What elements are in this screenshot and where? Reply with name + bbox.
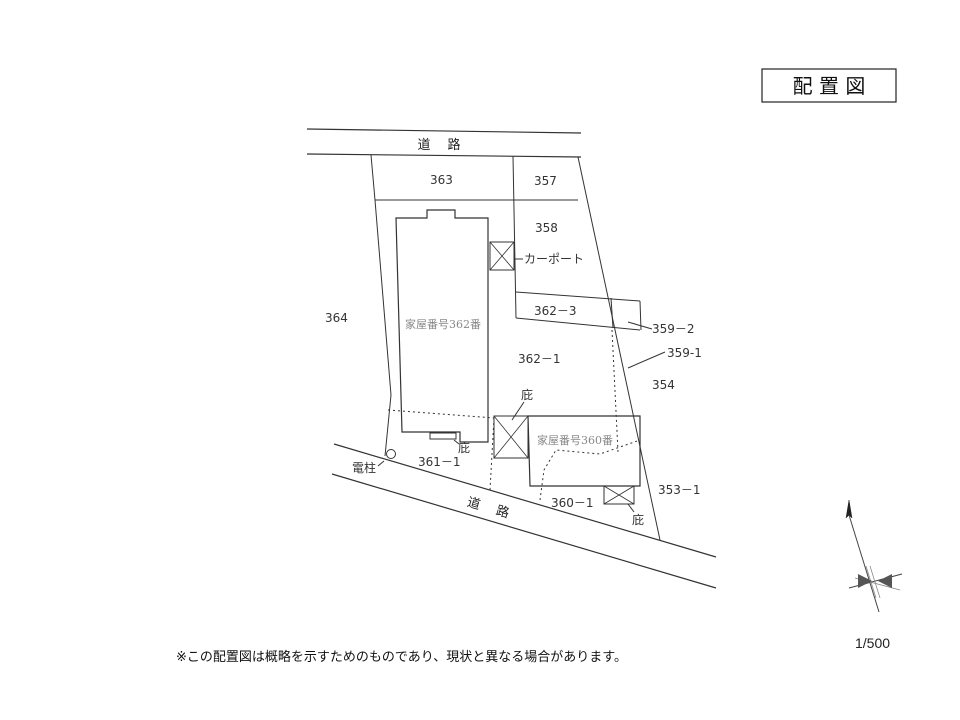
parcel-353-1: 353－1 bbox=[658, 483, 701, 497]
carport-cross-b bbox=[489, 241, 515, 271]
boundary-362-3-north bbox=[515, 291, 641, 302]
dotted-360-1-north bbox=[539, 439, 641, 501]
boundary-363-west bbox=[370, 154, 376, 201]
north-road-label: 道 路 bbox=[417, 137, 462, 153]
disclaimer-note: ※この配置図は概略を示すためのものであり、現状と異なる場合があります。 bbox=[176, 649, 627, 665]
parcel-leaders bbox=[627, 321, 666, 369]
house-362-label: 家屋番号362番 bbox=[405, 317, 481, 331]
utility-pole-icon bbox=[386, 449, 396, 459]
parcel-363: 363 bbox=[430, 173, 453, 187]
leader-359-2 bbox=[627, 321, 653, 330]
carport-label: カーポート bbox=[524, 252, 584, 266]
north-arrow-west-fin bbox=[858, 574, 872, 588]
eave-mid-label: 庇 bbox=[458, 440, 470, 455]
utility-pole-label: 電柱 bbox=[352, 460, 376, 475]
parcel-362-1: 362－1 bbox=[518, 352, 561, 366]
scale-label: 1/500 bbox=[855, 635, 890, 651]
boundary-362-3-south bbox=[515, 317, 641, 331]
boundary-358-west bbox=[512, 155, 517, 319]
parcel-boundaries bbox=[370, 154, 661, 541]
eave-middle-cross-b bbox=[493, 415, 529, 459]
eave-bottom-leader bbox=[627, 503, 635, 513]
parcel-361-1: 361－1 bbox=[418, 455, 461, 469]
dotted-362-1-east bbox=[611, 329, 619, 453]
house-362-step bbox=[429, 432, 457, 440]
north-road-edge-top bbox=[306, 128, 582, 134]
eave-bottom-cross-b bbox=[603, 485, 635, 505]
boundary-359-2-west bbox=[610, 297, 614, 329]
title-box bbox=[761, 68, 897, 103]
house-362-outline bbox=[395, 209, 489, 443]
south-road-label: 道 路 bbox=[465, 494, 513, 522]
leader-359-1 bbox=[627, 351, 666, 369]
parcel-359-2: 359－2 bbox=[652, 322, 695, 336]
eave-top-leader bbox=[511, 401, 525, 421]
utility-pole-leader bbox=[377, 460, 385, 467]
dotted-lines bbox=[387, 329, 641, 501]
house-360-label: 家屋番号360番 bbox=[537, 433, 613, 447]
parcel-364: 364 bbox=[325, 311, 348, 325]
north-road-edge-bottom bbox=[306, 153, 582, 158]
eave-box-bottom bbox=[603, 485, 635, 505]
boundary-east bbox=[577, 156, 661, 541]
dotted-361-1-east bbox=[489, 417, 495, 491]
boundary-364-east bbox=[374, 199, 392, 396]
eave-box-middle bbox=[493, 415, 529, 459]
parcel-362-3: 362－3 bbox=[534, 304, 577, 318]
plan-title: 配 置 図 bbox=[793, 74, 866, 98]
carport-box bbox=[489, 241, 515, 271]
south-road-edge-top bbox=[333, 443, 717, 558]
boundary-364-south bbox=[384, 394, 392, 457]
north-arrow-crossbar bbox=[848, 573, 903, 589]
parcel-358: 358 bbox=[535, 221, 558, 235]
north-arrow-east-fin bbox=[878, 574, 892, 588]
north-arrow-icon bbox=[845, 499, 903, 613]
north-arrow-crossbar-4 bbox=[869, 565, 881, 599]
eave-top-label: 庇 bbox=[521, 387, 533, 402]
parcel-354: 354 bbox=[652, 378, 675, 392]
north-arrow-crossbar-3 bbox=[865, 565, 877, 599]
parcel-359-1: 359-1 bbox=[667, 346, 702, 360]
dotted-361-1-north bbox=[387, 409, 495, 419]
north-arrow-shaft bbox=[848, 514, 880, 613]
parcel-360-1: 360－1 bbox=[551, 496, 594, 510]
eave-mid-leader bbox=[453, 439, 460, 445]
boundary-359-2-east bbox=[639, 300, 642, 331]
parcel-357: 357 bbox=[534, 174, 557, 188]
house-360-outline bbox=[527, 415, 641, 487]
eave-bottom-label: 庇 bbox=[632, 512, 644, 527]
south-road-edge-bottom bbox=[331, 473, 717, 589]
